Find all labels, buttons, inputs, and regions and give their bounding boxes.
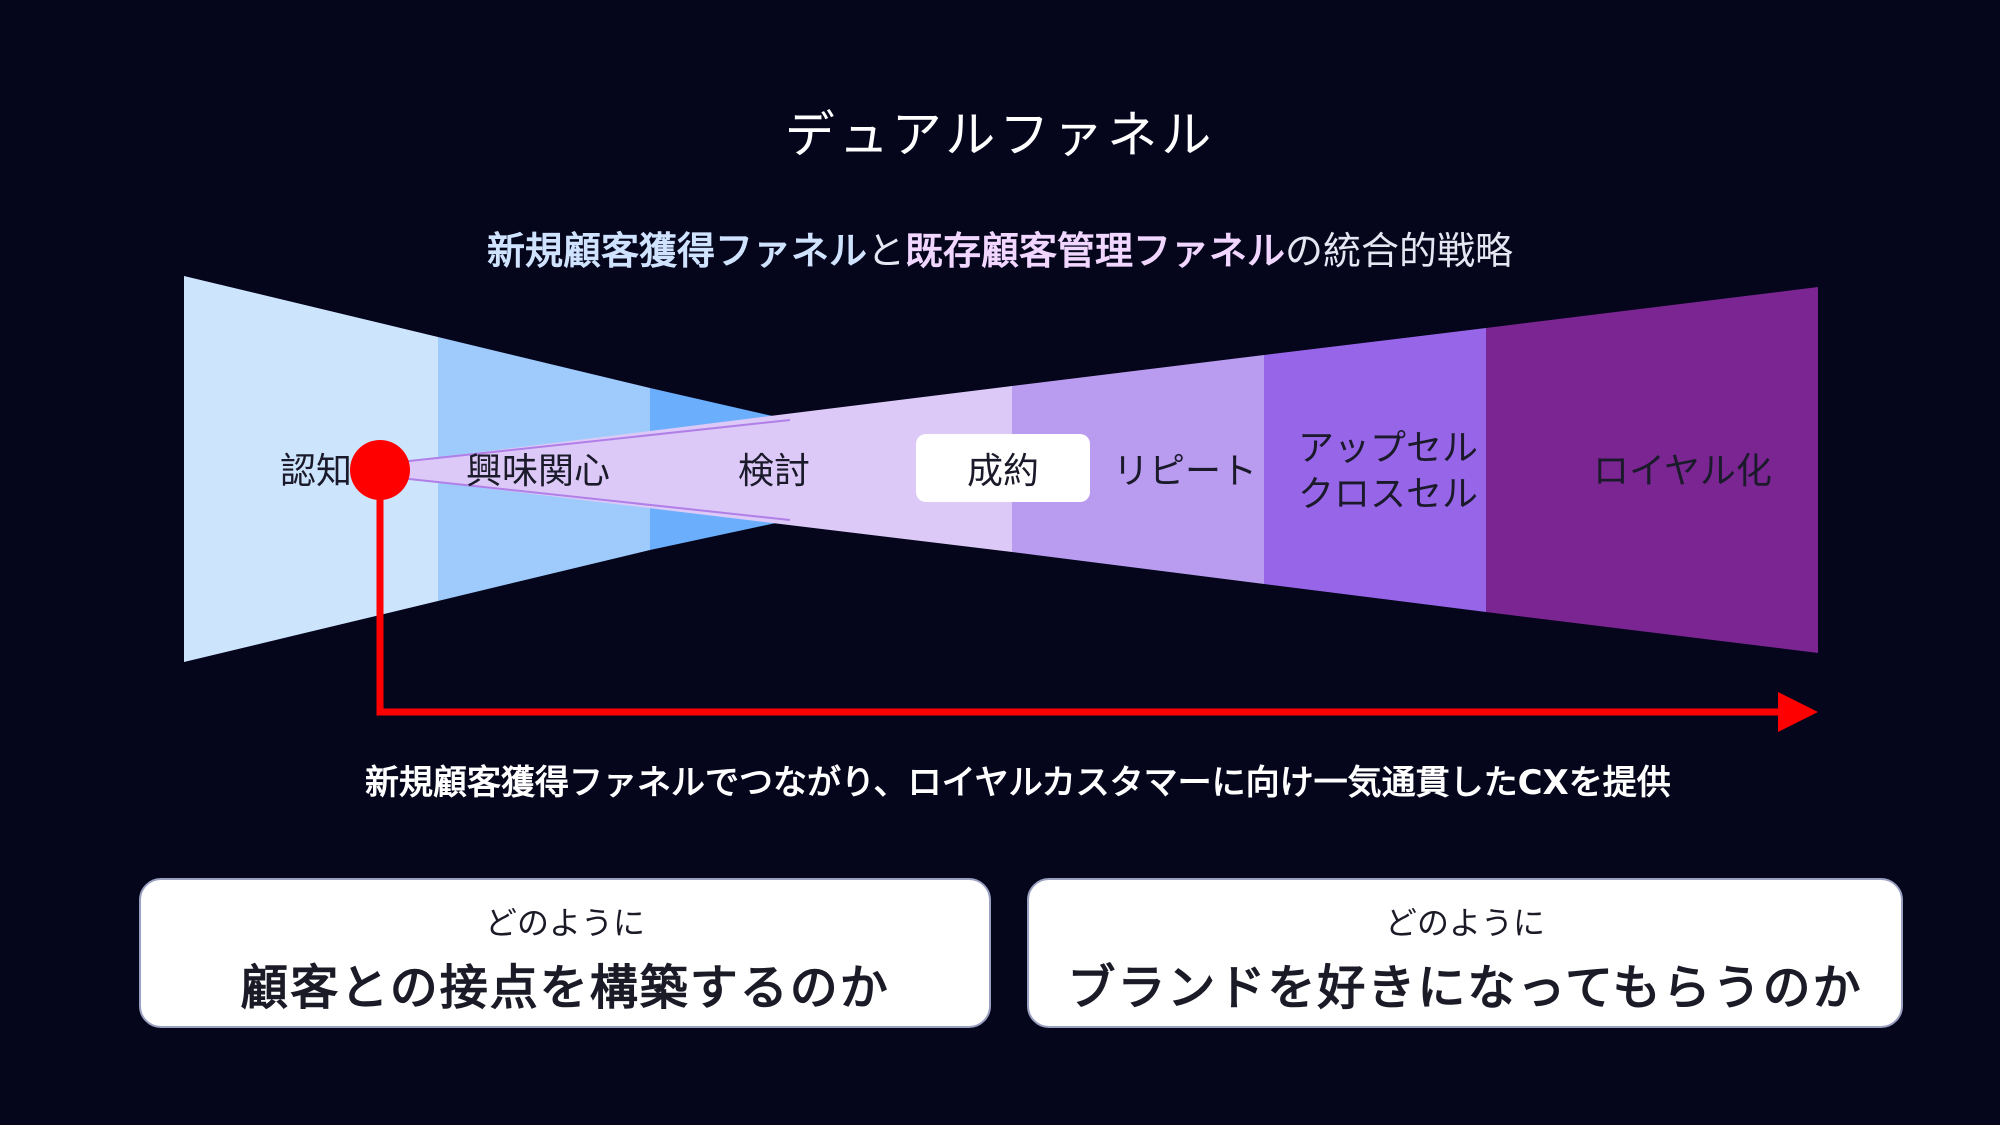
stage-label-awareness: 認知 [280,451,352,492]
funnel-edge-top [399,419,791,463]
card-retention-question: どのように ブランドを好きになってもらうのか [1027,878,1903,1028]
stage-label-consideration: 検討 [738,451,810,492]
card-question-lead: どのように [484,904,645,942]
funnel-segment-upsell [1264,328,1486,612]
funnel-segment-awareness [184,276,438,662]
diagram-caption: 新規顧客獲得ファネルでつながり、ロイヤルカスタマーに向け一気通貫したCXを提供 [365,763,1671,803]
subtitle-rest: の統合的戦略 [1285,229,1514,273]
subtitle-acquisition: 新規顧客獲得ファネル [486,229,867,273]
card-question-main: 顧客との接点を構築するのか [240,960,890,1016]
subtitle-retention: 既存顧客管理ファネル [905,229,1286,273]
page-subtitle: 新規顧客獲得ファネルと既存顧客管理ファネルの統合的戦略 [0,220,2000,275]
stage-label-loyalty: ロイヤル化 [1593,451,1772,492]
page-title: デュアルファネル [784,106,1216,164]
card-question-main: ブランドを好きになってもらうのか [1067,960,1863,1016]
stage-label-conversion: 成約 [966,451,1039,492]
funnel-segment-loyalty [1486,287,1818,653]
conversion-label-box: 成約 [916,434,1090,502]
connector-arrow-line [376,470,1785,716]
card-acquisition-question: どのように 顧客との接点を構築するのか [139,878,991,1028]
stage-label-interest: 興味関心 [466,451,610,492]
stage-label-crosssell: クロスセル [1298,474,1478,515]
stage-label-upsell: アップセル [1298,428,1478,469]
funnel-segment-conversion [400,386,1012,552]
funnel-edge-bottom [399,477,791,521]
subtitle-and: と [866,229,905,273]
card-question-lead: どのように [1384,904,1545,942]
entry-point-dot [350,440,410,500]
connector-arrow-head [1778,692,1818,732]
stage-label-repeat: リピート [1113,451,1257,492]
funnel-segment-repeat [1012,355,1264,584]
